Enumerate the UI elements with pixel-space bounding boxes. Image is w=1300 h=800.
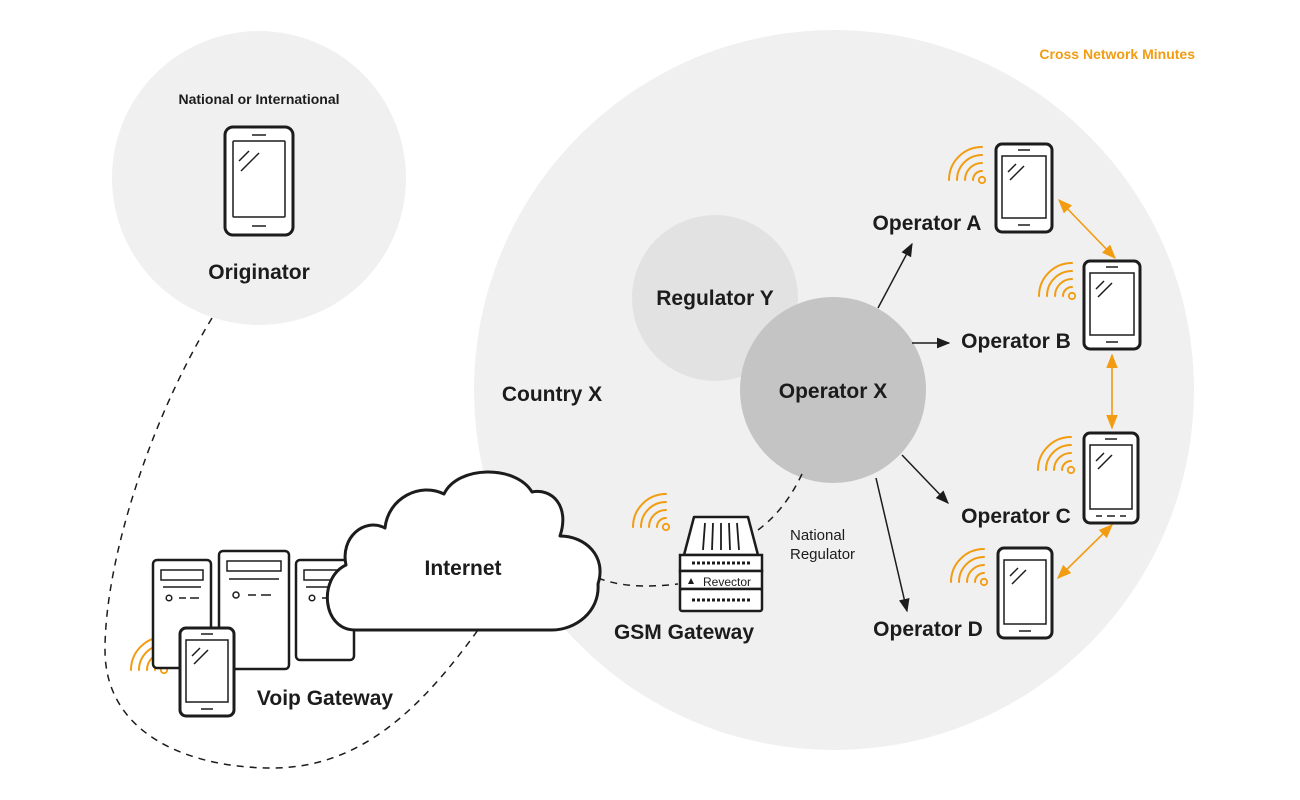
operator-x-label: Operator X: [779, 380, 888, 403]
country-label: Country X: [502, 383, 602, 406]
operator-a-phone-icon: [994, 142, 1054, 234]
cross-arrow-a-b: [1057, 198, 1117, 260]
operator-c-wifi-signal-icon: [1037, 436, 1076, 475]
operator-b-wifi-signal-icon: [1038, 262, 1077, 301]
operator-b-phone-icon: [1082, 259, 1142, 351]
cross-network-legend: Cross Network Minutes: [1039, 46, 1195, 62]
national-regulator-line1: National: [790, 527, 845, 544]
originator-caption: National or International: [178, 91, 339, 107]
operator-c-label: Operator C: [961, 505, 1071, 528]
operator-d-wifi-signal-icon: [950, 548, 989, 587]
internet-to-gsm-dashed-link: [597, 577, 679, 587]
cross-arrow-c-d: [1056, 523, 1114, 580]
operator-x-region: [740, 297, 926, 483]
operator-a-label: Operator A: [873, 212, 982, 235]
operator-a-wifi-signal-icon: [948, 146, 987, 185]
originator-label: Originator: [208, 261, 310, 284]
operator-b-label: Operator B: [961, 330, 1071, 353]
operator-d-label: Operator D: [873, 618, 983, 641]
gsm-gateway-icon: [678, 515, 764, 613]
voip-label: Voip Gateway: [257, 687, 393, 710]
operator-c-phone-icon: [1082, 431, 1140, 525]
voip-phone-icon: [178, 626, 236, 718]
operator-d-phone-icon: [996, 546, 1054, 640]
originator-phone-icon: [223, 125, 295, 237]
arrow-to-operator-d: [875, 477, 910, 613]
gsm-to-operator-x-dashed-link: [757, 473, 803, 531]
gsm-wifi-signal-icon: [632, 493, 671, 532]
national-regulator-line2: Regulator: [790, 546, 855, 563]
internet-label: Internet: [424, 557, 501, 580]
regulator-label: Regulator Y: [656, 287, 773, 310]
internet-cloud-icon: [325, 470, 602, 632]
voip-server-center-icon: [217, 549, 291, 671]
arrow-to-operator-a: [877, 242, 913, 309]
gsm-label: GSM Gateway: [614, 621, 754, 644]
arrow-to-operator-c: [901, 454, 949, 504]
gsm-brand-label: Revector: [703, 575, 751, 589]
connection-dashed-path: [104, 317, 479, 769]
